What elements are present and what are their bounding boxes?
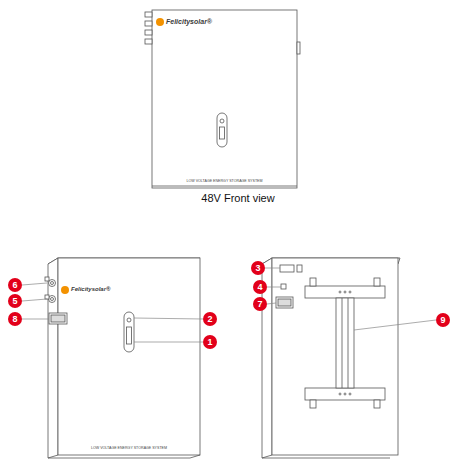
callout-text: 3: [255, 264, 260, 273]
callout-text: 8: [12, 315, 17, 324]
callout-number: 2: [203, 312, 217, 326]
callout-text: 1: [207, 338, 212, 347]
callout-text: 7: [257, 300, 262, 309]
callout-number: 6: [8, 278, 22, 292]
callout-number: 9: [436, 313, 450, 327]
product-label: LOW VOLTAGE ENERGY STORAGE SYSTEM: [186, 180, 262, 184]
product-label: LOW VOLTAGE ENERGY STORAGE SYSTEM: [91, 447, 167, 451]
callout-text: 6: [12, 281, 17, 290]
callout-number: 1: [203, 335, 217, 349]
brand-logo: Felicitysolar®: [166, 18, 212, 25]
callout-number: 4: [253, 280, 267, 294]
callout-number: 5: [8, 294, 22, 308]
callout-number: 7: [253, 297, 267, 311]
view-caption: 48V Front view: [201, 193, 274, 204]
callout-text: 4: [257, 283, 262, 292]
brand-logo: Felicitysolar®: [71, 286, 110, 292]
callout-text: 9: [440, 316, 445, 325]
callout-number: 3: [251, 261, 265, 275]
callout-number: 8: [8, 312, 22, 326]
callout-text: 2: [207, 315, 212, 324]
callout-text: 5: [12, 297, 17, 306]
